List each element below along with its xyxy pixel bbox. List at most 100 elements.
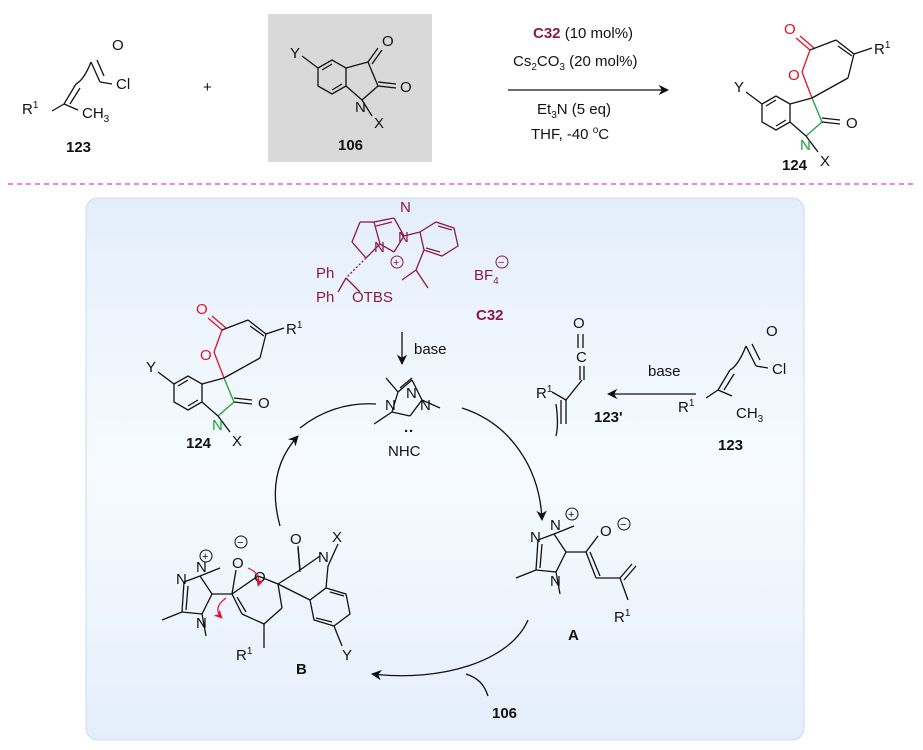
cycle-123-r1: R1 [678,398,695,416]
c32-bf4: BF4 [474,267,499,287]
cycle-123-oxygen: O [766,323,778,340]
product-top-carbonyl-o: O [784,21,796,38]
a-minus-circle [617,517,631,531]
intermediate-a: N N + N O − A R1 [515,507,637,644]
c32-otbs: OTBS [352,289,393,306]
acid-chloride-123-cycle: O Cl R1 CH3 123 [678,323,786,454]
intermediate-b-label: B [296,661,307,678]
a-n2: N [550,517,561,534]
cycle-123-label: 123 [718,437,743,454]
b-n3: N [196,615,207,632]
isatin-x: X [374,115,384,132]
c32-n3: N [374,239,385,256]
condition-solvent: THF, -40 oC [531,125,609,143]
reaction-conditions: C32 (10 mol%) Cs2CO3 (20 mol%) Et3N (5 e… [508,25,670,143]
reagent-123: O Cl R1 CH3 123 [22,37,130,156]
c32-label: C32 [476,307,504,324]
condition-base-b: Et3N (5 eq) [537,101,611,121]
b-minus: − [237,537,243,549]
b-y: Y [342,647,352,664]
product-cycle-y: Y [146,359,156,376]
c32-plus: + [393,257,399,269]
nhc-n2: N [406,385,417,402]
product-cycle-carbonyl-o: O [196,301,208,318]
product-cycle-x: X [232,433,242,450]
a-n1: N [530,529,541,546]
base-label-catalyst: base [414,341,447,358]
product-top-label: 124 [782,157,808,174]
c32-ph1: Ph [316,265,334,282]
condition-catalyst: C32 (10 mol%) [533,25,633,42]
a-plus: + [568,509,574,521]
isatin-o1: O [382,33,394,50]
nhc-n1: N [385,397,396,414]
c32-ph2: Ph [316,289,334,306]
nhc: N N N ·· NHC [373,377,441,460]
ketene-label: 123' [594,409,623,426]
intermediate-b: N N + N O − O O N X Y [161,529,352,678]
product-cycle-o2: O [258,395,270,412]
ketene-join-line [555,403,559,437]
b-plus-circle [199,549,213,563]
reagent-123-oxygen: O [112,37,124,54]
b-push-arrow-2 [213,597,227,619]
cycle-panel [85,197,805,741]
b-oxindole-n: N [318,549,329,566]
cycle-123-cl: Cl [772,361,786,378]
nhc-n3: N [420,397,431,414]
condition-base-a: Cs2CO3 (20 mol%) [513,53,638,73]
nhc-label: NHC [388,443,421,460]
isatin-join-line [465,673,489,697]
product-top-o2: O [846,115,858,132]
ketene-r1: R1 [536,384,553,402]
isatin-y: Y [290,45,300,62]
reagent-123-ch3: CH3 [82,105,110,125]
ketene-123prime: O C R1 123' [536,315,623,426]
nhc-lone-pair: ·· [404,423,414,440]
a-minus: − [620,519,626,531]
c32-minus-circle [495,255,509,269]
reagent-123-cl: Cl [116,76,130,93]
b-alkoxide-o: O [232,555,244,572]
a-oxygen: O [600,523,612,540]
b-r1: R1 [236,646,253,664]
cycle-123-ch3: CH3 [736,405,764,425]
b-minus-circle [234,535,248,549]
ketene-o: O [573,315,585,332]
cycle-arrow-a-to-b [370,619,529,681]
cycle-arrow-nhc-to-a [461,407,547,522]
product-cycle-label: 124 [186,435,212,452]
catalyst-c32: N N N + Ph Ph OTBS BF4 − C32 [316,199,509,324]
product-top-x: X [820,153,830,170]
product-cycle-ring-o: O [200,347,212,364]
product-top-n: N [800,137,811,154]
ketene-c: C [576,349,587,366]
c32-plus-circle [390,255,404,269]
product-cycle-r1: R1 [286,320,303,338]
b-push-arrow-1 [247,567,265,587]
isatin-n: N [355,99,366,116]
product-cycle-n: N [212,417,223,434]
b-plus: + [202,551,208,563]
product-top-y: Y [734,79,744,96]
b-x: X [332,529,342,546]
cycle-arrow-b-to-product [274,435,299,527]
plus-sign: + [203,79,212,96]
product-124-cycle: O O Y O N X R1 124 [146,301,303,452]
b-n1: N [176,571,187,588]
reagent-123-r1: R1 [22,100,39,118]
reagent-106: Y O O N X 106 [268,14,432,162]
c32-n1: N [400,199,411,216]
c32-minus: − [498,257,504,269]
product-124-top: O O Y O N X R1 124 [734,21,891,174]
base-label-ketene: base [648,363,681,380]
product-top-r1: R1 [874,40,891,58]
isatin-entry-label: 106 [492,705,517,722]
c32-n2: N [398,229,409,246]
b-ring-o: O [254,569,266,586]
a-plus-circle [565,507,579,521]
a-n3: N [550,573,561,590]
intermediate-a-label: A [568,627,579,644]
product-top-ring-o: O [788,67,800,84]
